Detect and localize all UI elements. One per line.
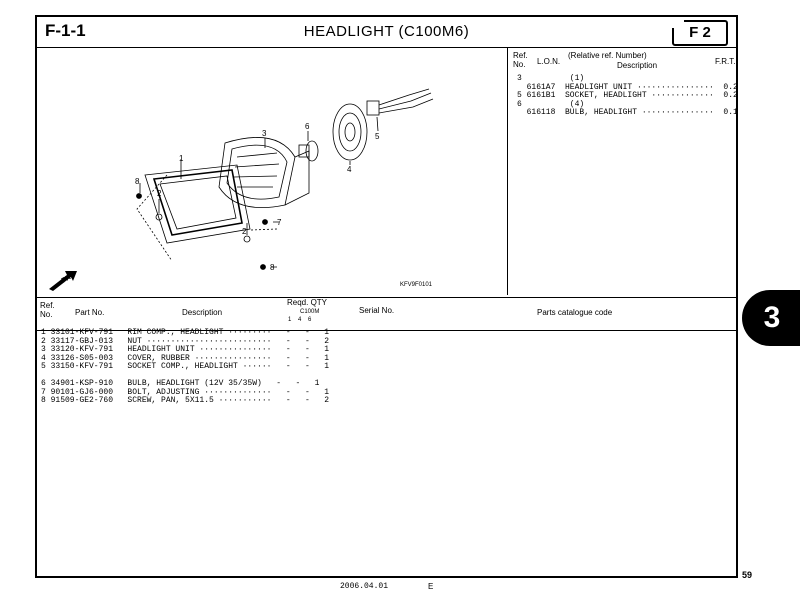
page-frame: F-1-1 HEADLIGHT (C100M6) F 2 [35, 15, 738, 578]
callout-7: 7 [277, 218, 282, 227]
table-row: 2 33117-GBJ-013 NUT ····················… [41, 336, 330, 346]
table-row: 4 33126-S05-003 COVER, RUBBER ··········… [41, 353, 330, 363]
page-number: 59 [742, 570, 753, 580]
fr-label: FR. [61, 273, 74, 285]
page-header: F-1-1 HEADLIGHT (C100M6) F 2 [37, 17, 736, 48]
ref-col-desc-top: (Relative ref. Number) [568, 51, 647, 60]
parts-col-desc: Description [182, 308, 223, 317]
rubber-cover-drawing [332, 103, 368, 161]
parts-table-header: Ref. No. Part No. Description Reqd. QTY … [37, 297, 736, 331]
ref-table-rows: 3 (1) 6161A7 HEADLIGHT UNIT ············… [517, 74, 738, 118]
table-row: 8 91509-GE2-760 SCREW, PAN, 5X11.5 ·····… [41, 396, 330, 405]
fr-arrow [49, 271, 77, 291]
ref-col-frt: F.R.T. [715, 57, 736, 66]
frt-badge: F 2 [672, 20, 728, 46]
parts-col-serial: Serial No. [359, 306, 395, 315]
callout-6: 6 [305, 122, 310, 131]
ref-row: 5 6161B1 SOCKET, HEADLIGHT ·············… [517, 91, 738, 100]
ref-col-desc: Description [617, 61, 658, 70]
footer-date: 2006.04.01 [340, 582, 389, 591]
diagram-code: KFV9F0101 [400, 282, 433, 288]
parts-col-partno: Part No. [75, 308, 105, 317]
table-row: 3 33120-KFV-791 HEADLIGHT UNIT ·········… [41, 345, 330, 354]
ref-col-ref: Ref. No. [513, 51, 528, 69]
parts-table-rows: 1 33101-KFV-791 RIM COMP., HEADLIGHT ···… [41, 328, 330, 406]
section-code: F-1-1 [45, 21, 86, 40]
callout-1: 1 [179, 154, 184, 163]
parts-col-model: C100M [300, 309, 320, 315]
callout-8b: 8 [270, 263, 275, 272]
parts-col-sub: 1 4 6 [288, 317, 312, 323]
parts-col-ref: Ref. No. [40, 301, 55, 319]
exploded-diagram: 1 2 2 3 4 5 6 7 8 8 FR. KFV9F0101 [37, 47, 508, 295]
table-row: 7 90101-GJ6-000 BOLT, ADJUSTING ········… [41, 387, 330, 397]
table-row: 5 33150-KFV-791 SOCKET COMP., HEADLIGHT … [41, 362, 330, 371]
chapter-tab: 3 [742, 290, 800, 346]
callout-2b: 2 [242, 227, 247, 236]
parts-col-qty: Reqd. QTY [287, 298, 328, 307]
ref-row: 3 (1) [517, 74, 585, 83]
table-row: 1 33101-KFV-791 RIM COMP., HEADLIGHT ···… [41, 328, 330, 337]
callout-3: 3 [262, 129, 267, 138]
parts-col-catalogue: Parts catalogue code [537, 308, 613, 317]
callout-5: 5 [375, 132, 380, 141]
socket-drawing [366, 100, 380, 116]
ref-row: 6 (4) [517, 99, 585, 109]
ref-col-lon: L.O.N. [537, 57, 561, 66]
footer-code: E [428, 582, 434, 591]
page-title: HEADLIGHT (C100M6) [303, 23, 470, 40]
bulb-drawing [305, 140, 319, 162]
callout-2a: 2 [157, 189, 162, 198]
ref-row: 616118 BULB, HEADLIGHT ··············· 0… [517, 108, 738, 117]
table-row: 6 34901-KSP-910 BULB, HEADLIGHT (12V 35/… [41, 379, 320, 388]
ref-row: 6161A7 HEADLIGHT UNIT ················ 0… [517, 82, 738, 92]
callout-8a: 8 [135, 177, 140, 186]
callout-4: 4 [347, 165, 352, 174]
headlight-unit-drawing [218, 137, 296, 208]
